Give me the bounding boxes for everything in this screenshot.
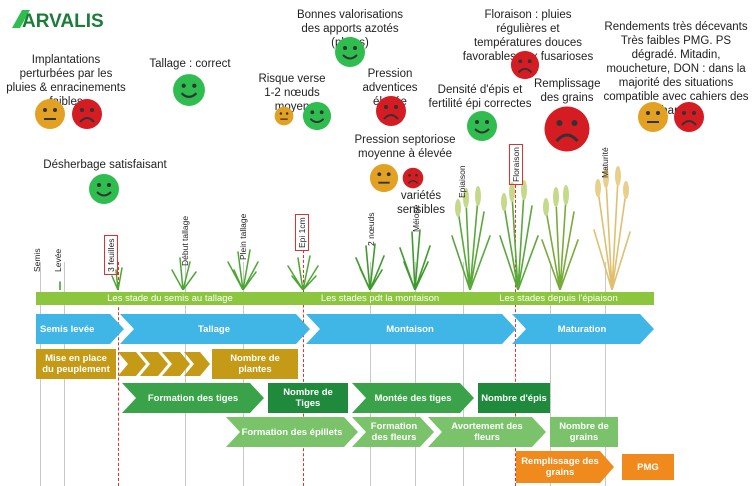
stage-floraison: Floraison (509, 141, 523, 188)
stage-meiose: Méiose (411, 204, 421, 232)
tiges-row-shapes (122, 383, 550, 413)
grains-row-shapes (516, 451, 674, 483)
box-mise-en-place: Mise en place du peuplement (42, 353, 110, 375)
red-sad-face-icon (402, 167, 424, 189)
gold-row-shapes (36, 349, 298, 379)
red-sad-face-icon (674, 102, 704, 132)
wheat-plant-illustration (59, 166, 631, 290)
stage-3-feuilles: 3 feuilles (104, 233, 118, 278)
band-montaison: Les stades pdt la montaison (320, 293, 440, 304)
grid-line (415, 262, 416, 486)
band-epiaison: Les stades depuis l'épiaison (499, 293, 618, 304)
box-remplissage-grains: Remplissage des grains (521, 456, 599, 478)
phase-tallage: Tallage (197, 323, 231, 335)
red-sad-face-icon (544, 106, 590, 152)
stage-epiaison: Epiaison (457, 165, 467, 198)
green-happy-face-icon (467, 111, 497, 141)
note-remplissage: Remplissage des grains (534, 78, 601, 104)
stage-band (36, 292, 654, 305)
band-semis-tallage: Les stade du semis au tallage (107, 293, 233, 304)
stage-2-noeuds: 2 nœuds (366, 212, 376, 246)
red-sad-face-icon (376, 96, 406, 126)
box-nombre-grains: Nombre de grains (559, 421, 609, 443)
box-formation-tiges: Formation des tiges (147, 392, 239, 404)
note-varietes: variétés sensibles (397, 190, 445, 216)
stage-levee: Levée (53, 248, 63, 272)
green-happy-face-icon (335, 37, 365, 67)
grid-line (185, 262, 186, 486)
note-azote: Bonnes valorisations des apports azotés … (296, 9, 404, 49)
note-implantation: Implantations perturbées par les pluies … (6, 54, 126, 108)
orange-neutral-face-icon (638, 102, 668, 132)
grid-line (463, 262, 464, 486)
phase-arrows (36, 314, 654, 344)
note-septoriose: Pression septoriose moyenne à élevée (354, 134, 456, 160)
box-nombre-plantes: Nombre de plantes (230, 353, 280, 375)
phase-semis-levee: Semis levée (40, 323, 95, 335)
note-desherbage: Désherbage satisfaisant (43, 159, 167, 171)
red-dashed-line (515, 185, 516, 486)
grid-line (550, 262, 551, 486)
phase-montaison: Montaison (386, 323, 434, 335)
orange-neutral-face-icon (35, 99, 65, 129)
epillets-row-shapes (226, 417, 618, 447)
red-sad-face-icon (72, 99, 102, 129)
box-formation-fleurs: Formation des fleurs (370, 421, 418, 443)
box-nombre-tiges: Nombre de Tiges (283, 387, 333, 409)
red-dashed-line (303, 250, 304, 486)
svg-text:ARVALIS: ARVALIS (22, 11, 104, 32)
box-montee-tiges: Montée des tiges (374, 392, 452, 404)
box-formation-epillets: Formation des épillets (241, 426, 343, 438)
note-densite: Densité d'épis et fertilité épi correcte… (428, 84, 532, 110)
stage-debut-tallage: Début tallage (180, 215, 190, 266)
red-sad-face-icon (510, 50, 540, 80)
stage-epi-1cm: Epi 1cm (295, 212, 309, 253)
arvalis-logo: ARVALIS (8, 6, 128, 32)
stage-maturite: Maturité (600, 147, 610, 178)
stage-plein-tallage: Plein tallage (238, 213, 248, 260)
box-nombre-epis: Nombre d'épis (481, 392, 547, 404)
box-pmg: PMG (637, 461, 659, 473)
note-tallage: Tallage : correct (149, 58, 231, 70)
phase-maturation: Maturation (557, 323, 607, 335)
red-dashed-line (118, 262, 119, 486)
green-happy-face-icon (302, 101, 332, 131)
green-happy-face-icon (89, 174, 119, 204)
box-avortement-fleurs: Avortement des fleurs (451, 421, 523, 443)
stage-semis: Semis (32, 248, 42, 272)
green-happy-face-icon (173, 74, 205, 106)
grid-line (370, 262, 371, 486)
orange-neutral-face-icon (369, 163, 399, 193)
orange-neutral-face-icon (274, 106, 294, 126)
grid-line (605, 262, 606, 486)
